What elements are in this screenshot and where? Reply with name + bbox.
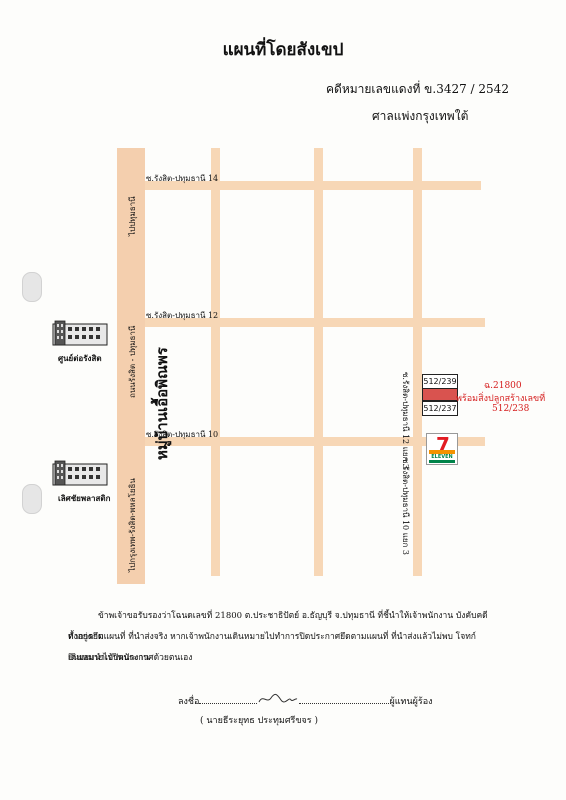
certification-line-2: ตั้งอยู่ตามแผนที่ ที่นำส่งจริง หากเจ้าพน…: [68, 632, 476, 663]
vertical-road-2: [314, 148, 323, 576]
building-icon: [52, 460, 108, 486]
signature-prefix: ลงชื่อ: [178, 697, 200, 707]
deed-number: ฉ.21800: [484, 381, 522, 391]
signature-scribble-icon: [258, 693, 298, 703]
certification-line-1: ข้าพเจ้าขอรับรองว่าโฉนดเลขที่ 21800 ต.ปร…: [68, 611, 488, 642]
soi-10-y3-label: ซ.รังสิต-ปทุมธานี 10 แยก 3: [401, 458, 410, 556]
signature-role: ผู้แทนผู้ร้อง: [389, 697, 433, 707]
soi-10-road: [145, 437, 485, 446]
soi-14-road: [145, 181, 481, 190]
signer-name: ( นายธีระยุทธ ประทุมศรีขจร ): [200, 716, 318, 726]
village-name: หมู่บ้านเอื้อพิณพร: [153, 347, 171, 460]
building-label-1: ศูนย์ต่อรังสิต: [58, 353, 102, 363]
plot-lower: 512/237: [422, 401, 458, 416]
house-line: พร้อมสิ่งปลูกสร้างเลขที่: [456, 394, 546, 404]
case-number: คดีหมายเลขแดงที่ ข.3427 / 2542: [326, 82, 509, 96]
soi-12-label: ซ.รังสิต-ปทุมธานี 12: [146, 311, 219, 320]
house-number: 512/238: [492, 404, 530, 414]
main-road-south-label: ไปกรุงเทพ-รังสิต-พหลโยธิน: [128, 478, 137, 572]
punch-hole: [22, 272, 42, 302]
punch-hole: [22, 484, 42, 514]
soi-10-label: ซ.รังสิต-ปทุมธานี 10: [146, 430, 219, 439]
vertical-road-3: [413, 148, 422, 576]
building-icon: [52, 320, 108, 346]
seven-eleven-icon: 7 ELEVEN: [426, 433, 458, 465]
soi-12-road: [145, 318, 485, 327]
court-name: ศาลแพ่งกรุงเทพใต้: [372, 109, 469, 123]
building-label-2: เลิศชัยพลาสติก: [58, 493, 111, 503]
target-plot: [422, 388, 458, 401]
main-road: [117, 148, 145, 584]
page-title: แผนที่โดยสังเขป: [222, 40, 344, 60]
signature-row: ลงชื่อ ผู้แทนผู้ร้อง: [178, 692, 433, 708]
vertical-road-1: [211, 148, 220, 576]
certification-line-3: เดินหมายไปปิดประกาศด้วยตนเอง: [68, 653, 193, 663]
main-road-name-label: ถนนรังสิต - ปทุมธานี: [128, 325, 137, 398]
soi-12-y3-label: ซ.รังสิต-ปทุมธานี 12 แยก 3: [401, 372, 410, 470]
soi-14-label: ซ.รังสิต-ปทุมธานี 14: [146, 174, 219, 183]
main-road-north-label: ไปปทุมธานี: [128, 196, 137, 236]
plot-upper: 512/239: [422, 374, 458, 389]
